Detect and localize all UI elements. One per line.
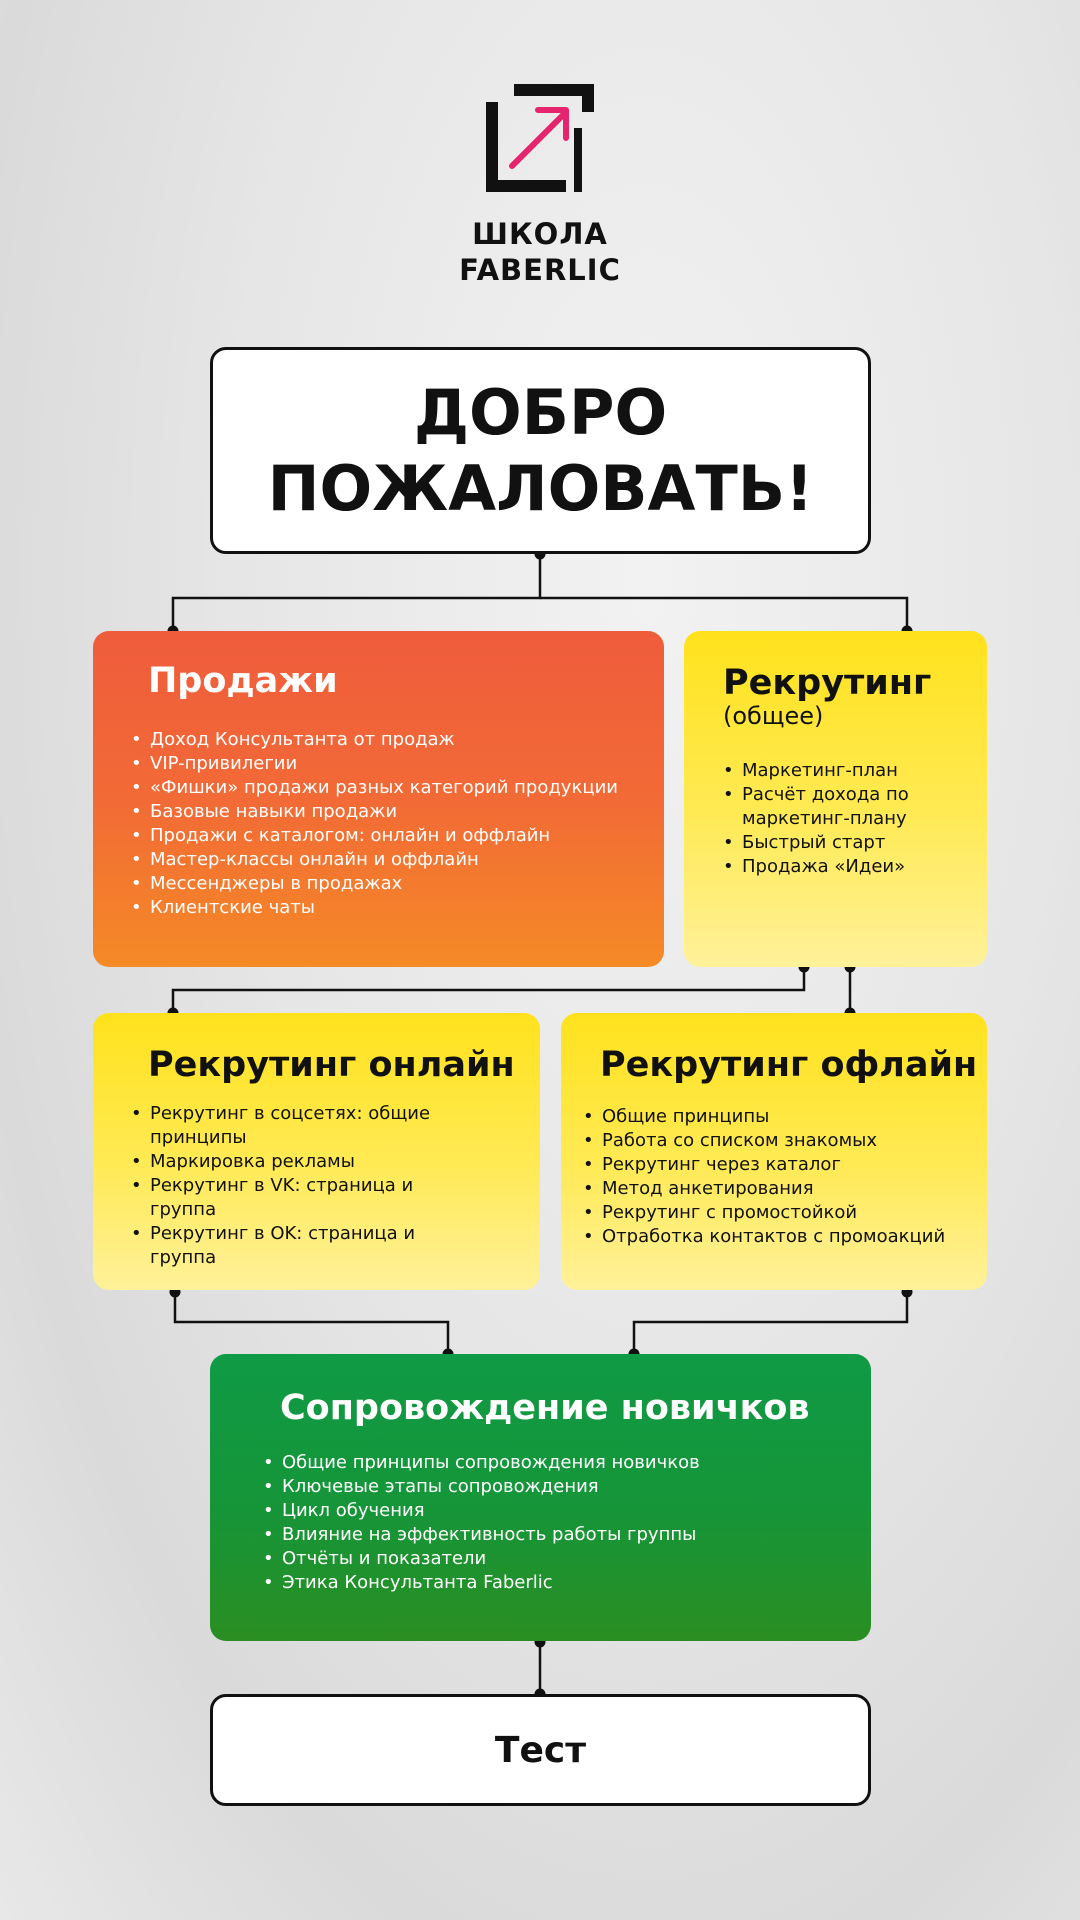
newcomer-support-box: Сопровождение новичков Общие принципы со… [210,1354,871,1641]
list-item: Отчёты и показатели [263,1547,823,1571]
faberlic-school-logo-icon [486,84,594,192]
list-item: Общие принципы сопровождения новичков [263,1451,823,1475]
list-item: Продажа «Идеи» [723,855,973,879]
recruiting-offline-title: Рекрутинг офлайн [600,1045,978,1085]
list-item: Этика Консультанта Faberlic [263,1571,823,1595]
list-item: Рекрутинг с промостойкой [583,1201,978,1225]
list-item: Метод анкетирования [583,1177,978,1201]
list-item: Мастер-классы онлайн и оффлайн [131,848,651,872]
list-item: Рекрутинг в соцсетях: общие принципы [131,1102,471,1150]
recruiting-general-list: Маркетинг-план Расчёт дохода по маркетин… [723,759,973,879]
recruiting-offline-box: Рекрутинг офлайн Общие принципы Работа с… [561,1013,987,1290]
sales-box: Продажи Доход Консультанта от продаж VIP… [93,631,664,967]
list-item: Ключевые этапы сопровождения [263,1475,823,1499]
newcomer-support-title: Сопровождение новичков [280,1388,810,1428]
list-item: VIP-привилегии [131,752,651,776]
list-item: Общие принципы [583,1105,978,1129]
list-item: Рекрутинг через каталог [583,1153,978,1177]
list-item: Работа со списком знакомых [583,1129,978,1153]
recruiting-online-box: Рекрутинг онлайн Рекрутинг в соцсетях: о… [93,1013,540,1290]
logo-text-line2: FABERLIC [459,253,621,287]
list-item: Мессенджеры в продажах [131,872,651,896]
recruiting-general-subtitle: (общее) [723,702,824,730]
list-item: Маркировка рекламы [131,1150,471,1174]
list-item: Базовые навыки продажи [131,800,651,824]
list-item: Рекрутинг в OK: страница и группа [131,1222,471,1270]
welcome-title-line2: ПОЖАЛОВАТЬ! [267,451,814,525]
newcomer-support-list: Общие принципы сопровождения новичков Кл… [263,1451,823,1595]
test-label: Тест [494,1729,587,1771]
list-item: Влияние на эффективность работы группы [263,1523,823,1547]
list-item: Отработка контактов с промоакций [583,1225,978,1249]
recruiting-general-box: Рекрутинг (общее) Маркетинг-план Расчёт … [684,631,987,967]
sales-list: Доход Консультанта от продаж VIP-привиле… [131,728,651,920]
list-item: Маркетинг-план [723,759,973,783]
sales-title: Продажи [148,661,338,701]
list-item: Расчёт дохода по маркетинг-плану [723,783,973,831]
list-item: Доход Консультанта от продаж [131,728,651,752]
list-item: Клиентские чаты [131,896,651,920]
recruiting-online-title: Рекрутинг онлайн [148,1045,515,1085]
list-item: Рекрутинг в VK: страница и группа [131,1174,471,1222]
recruiting-offline-list: Общие принципы Работа со списком знакомы… [583,1105,978,1249]
recruiting-general-title: Рекрутинг [723,663,932,703]
recruiting-online-list: Рекрутинг в соцсетях: общие принципы Мар… [131,1102,471,1270]
list-item: Быстрый старт [723,831,973,855]
list-item: «Фишки» продажи разных категорий продукц… [131,776,651,800]
list-item: Цикл обучения [263,1499,823,1523]
logo-text-line1: ШКОЛА [472,217,608,251]
list-item: Продажи с каталогом: онлайн и оффлайн [131,824,651,848]
welcome-title-line1: ДОБРО [413,375,668,449]
test-box[interactable]: Тест [210,1694,871,1806]
welcome-box: ДОБРО ПОЖАЛОВАТЬ! [210,347,871,554]
